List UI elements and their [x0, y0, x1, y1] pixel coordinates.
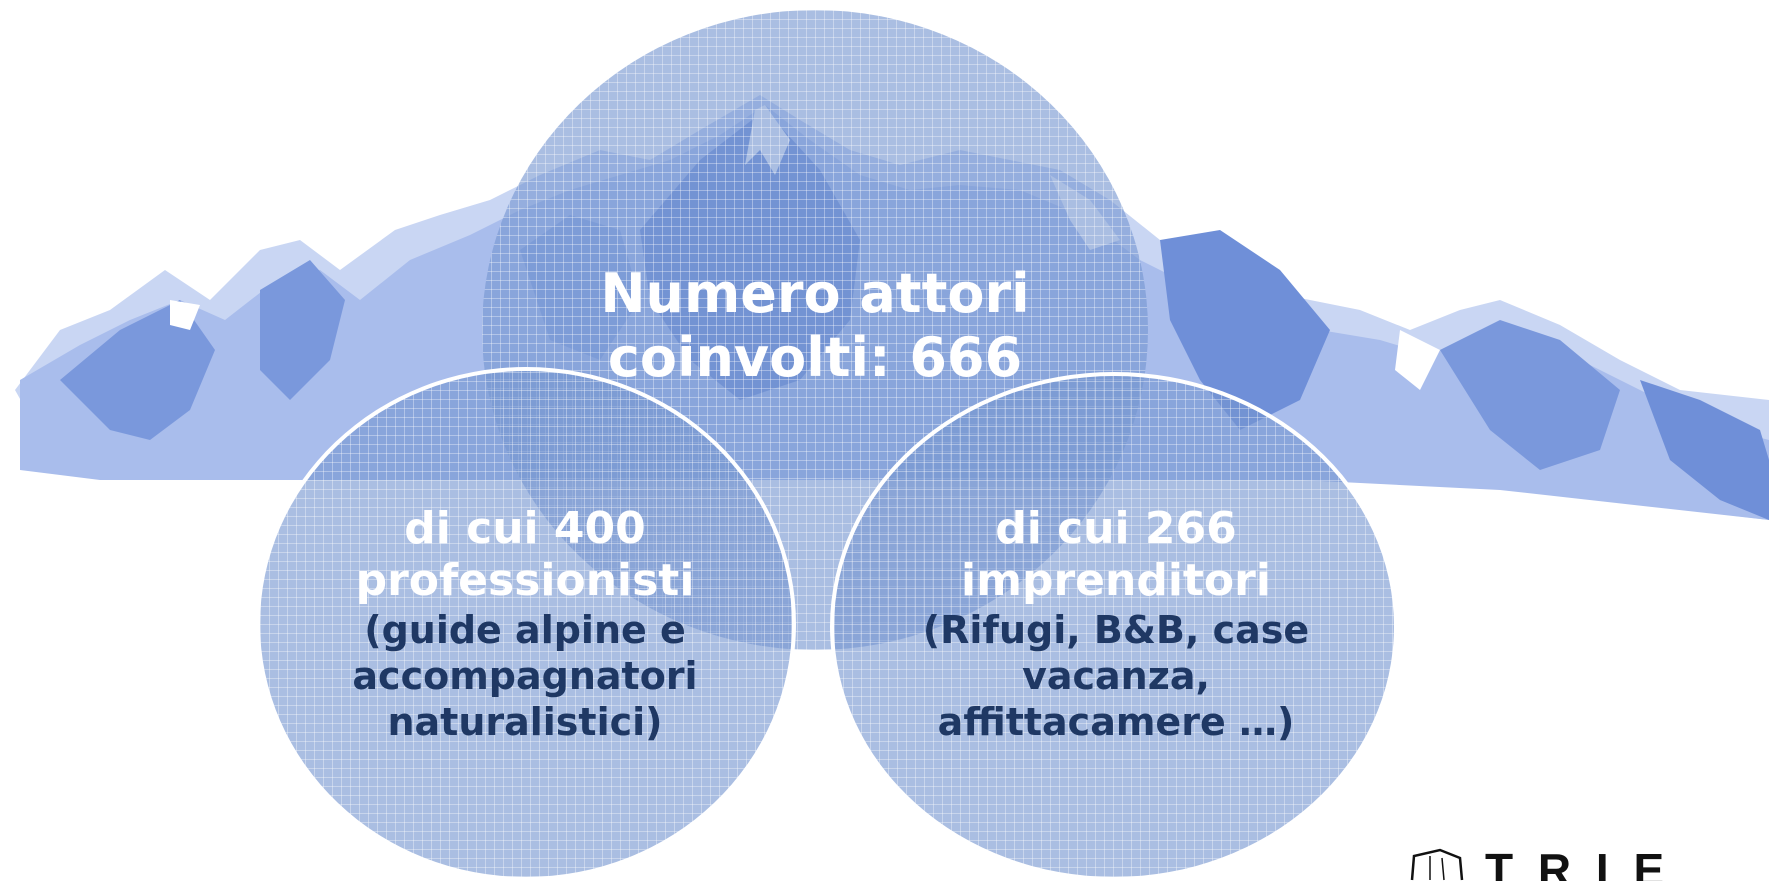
mountain-ridge-right-3: [1640, 380, 1769, 520]
logo-text: T R I E: [1485, 846, 1670, 881]
mountain-ridge-left: [60, 300, 215, 440]
entrepreneurs-count: di cui 266: [995, 503, 1237, 554]
professionals-detail-3: naturalistici): [387, 700, 663, 744]
professionals-detail-1: (guide alpine e: [364, 608, 686, 652]
professionals-detail-2: accompagnatori: [352, 654, 698, 698]
professionals-count: di cui 400: [404, 503, 646, 554]
entrepreneurs-detail-2: vacanza,: [1022, 654, 1210, 698]
entrepreneurs-detail-1: (Rifugi, B&B, case: [922, 608, 1310, 652]
trie-logo: T R I E: [1410, 846, 1670, 881]
logo-mark-icon: [1410, 848, 1464, 881]
mountain-ridge-right-2: [1440, 320, 1620, 470]
mountain-snow-4: [170, 300, 200, 330]
entrepreneurs-detail-3: affittacamere …): [937, 700, 1295, 744]
entrepreneurs-title: imprenditori: [961, 555, 1271, 606]
main-circle-line-1: Numero attori: [600, 262, 1030, 325]
professionals-title: professionisti: [355, 555, 695, 606]
mountain-ridge-right: [1160, 230, 1330, 430]
professionals-circle: [256, 367, 796, 881]
main-circle-label: Numero attori coinvolti: 666: [560, 262, 1070, 390]
entrepreneurs-circle: [830, 372, 1398, 881]
mountain-ridge-left-2: [260, 260, 345, 400]
entrepreneurs-circle-label: di cui 266 imprenditori (Rifugi, B&B, ca…: [876, 503, 1356, 745]
professionals-circle-label: di cui 400 professionisti (guide alpine …: [300, 503, 750, 745]
mountain-snow-3: [1395, 330, 1440, 390]
logo-mark-detail-icon: [1429, 856, 1445, 881]
main-circle-line-2: coinvolti: 666: [607, 326, 1023, 389]
